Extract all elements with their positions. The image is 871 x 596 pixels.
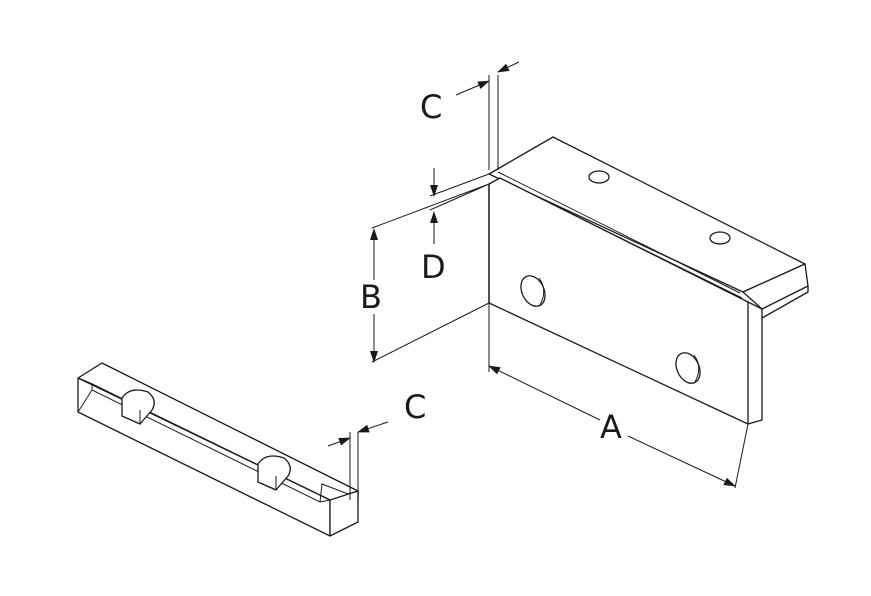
dimension-c-top-label: C [420,88,442,126]
face-hole-2 [675,352,701,384]
dimension-c-bottom: C [327,388,426,500]
angle-bracket [488,136,809,425]
extension-lines-bracket [371,75,749,489]
face-hole-1 [520,275,546,307]
bar-slot-1 [121,389,155,425]
bracket-side-edge [747,285,809,425]
top-hole-2 [709,231,731,245]
mounting-bar [77,362,359,537]
dimension-c-top: C [420,61,520,126]
dimension-b: B [360,228,382,363]
dimension-d-label: D [421,248,446,286]
top-hole-1 [588,170,610,184]
bar-slot-2 [257,455,291,491]
dimension-c-bottom-label: C [404,388,426,426]
dimension-a: A [488,365,736,487]
dimension-b-label: B [360,278,382,316]
dimension-d: D [421,168,446,286]
dimension-a-label: A [600,408,622,446]
